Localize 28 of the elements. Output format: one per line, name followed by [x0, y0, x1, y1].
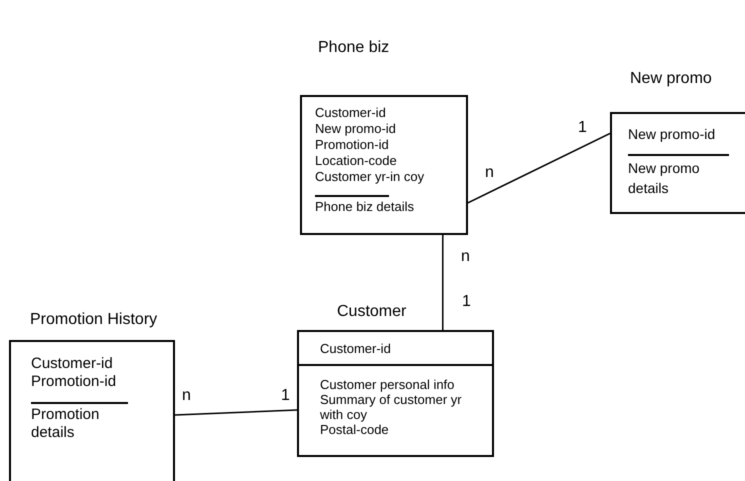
attribute-text: Postal-code [320, 422, 390, 437]
attribute-text: Promotion details [31, 406, 100, 442]
cardinality-label: 1 [281, 386, 290, 406]
cardinality-label: n [461, 247, 470, 267]
attribute-text: Customer yr-in coy [315, 169, 426, 185]
attribute-text: Customer-id [320, 340, 391, 356]
attribute-text: Promotion-id [315, 137, 390, 153]
attribute-text: New promo details [628, 159, 701, 198]
attribute-text: Promotion-id [31, 373, 118, 391]
entity-name: Phone biz [318, 38, 390, 58]
relationship-line [174, 409, 298, 416]
attribute-text: Customer-id [31, 355, 114, 373]
cardinality-label: 1 [578, 118, 587, 138]
attribute-text: Customer-id [315, 105, 387, 121]
cardinality-label: n [182, 386, 191, 406]
relationship-line [468, 132, 610, 204]
relationship-line [442, 235, 444, 330]
cardinality-label: n [485, 163, 494, 183]
entity-name: Promotion History [30, 310, 158, 330]
attribute-text: New promo-id [315, 121, 397, 137]
entity-name: Customer [337, 302, 406, 322]
attribute-text: Phone biz details [315, 199, 416, 215]
cardinality-label: 1 [462, 292, 471, 312]
attribute-text: New promo-id [628, 125, 716, 144]
attribute-text: Customer personal info [320, 377, 456, 392]
attribute-text: Summary of customer yr with coy [320, 392, 463, 422]
entity-name: New promo [630, 69, 712, 89]
attribute-text: Location-code [315, 153, 398, 169]
